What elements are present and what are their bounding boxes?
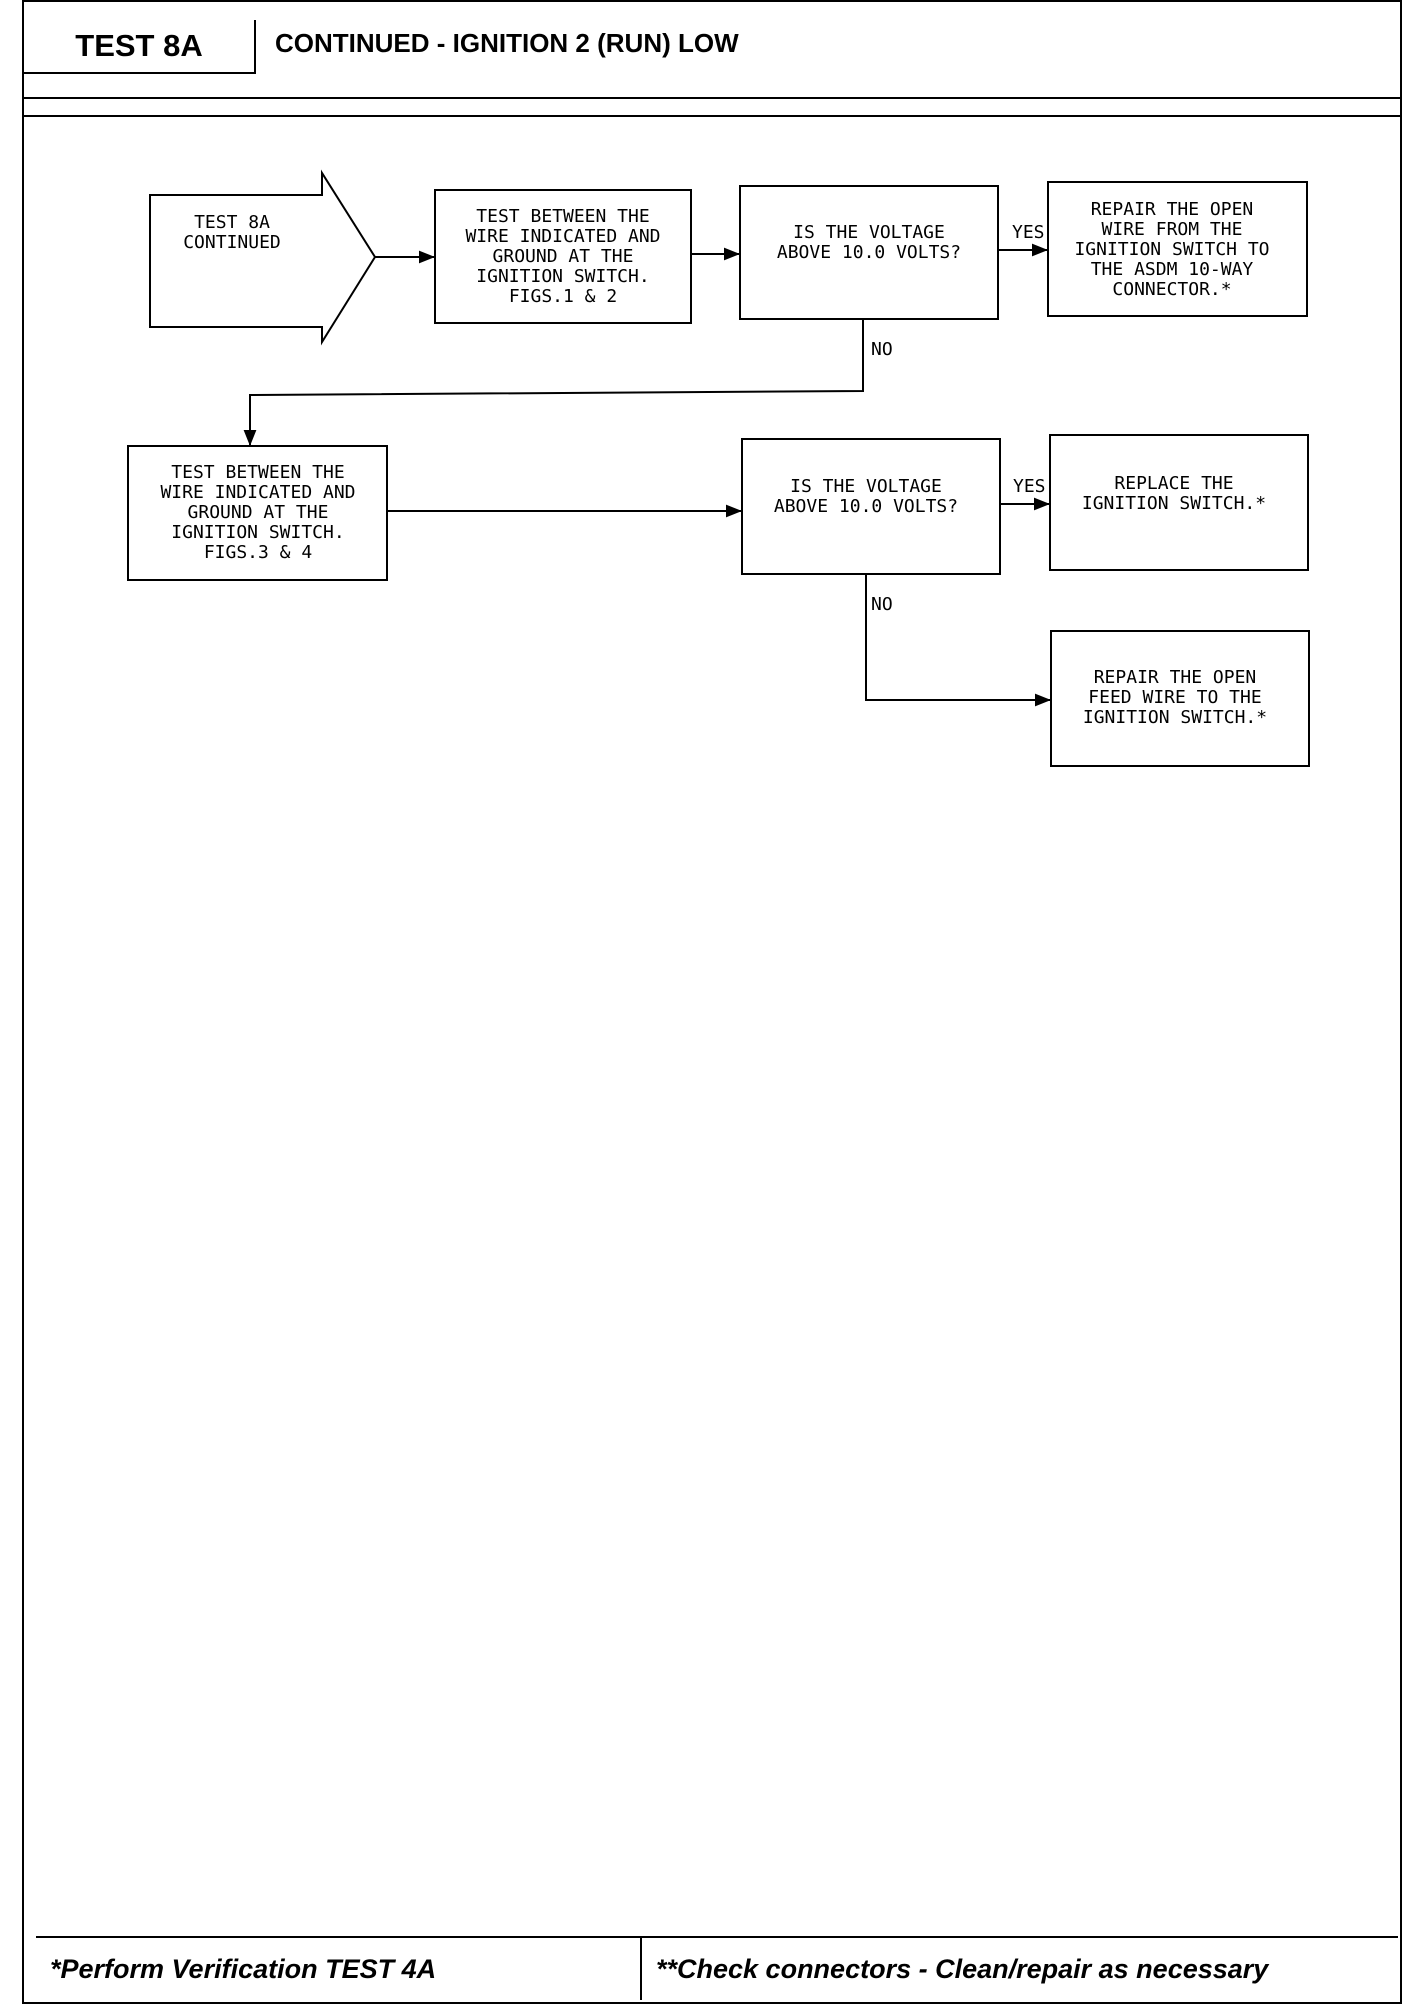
page-title: CONTINUED - IGNITION 2 (RUN) LOW — [275, 28, 739, 58]
header-divider-lower — [22, 115, 1402, 117]
yes-label-2: YES — [1013, 476, 1046, 497]
text-line: REPAIR THE OPEN — [1091, 199, 1254, 220]
no-label-2: NO — [871, 594, 893, 615]
text-line: FEED WIRE TO THE — [1088, 687, 1261, 708]
text-line: TEST BETWEEN THE — [171, 462, 344, 483]
text-line: FIGS.3 & 4 — [204, 542, 312, 563]
text-line: GROUND AT THE — [493, 246, 634, 267]
text-line: THE ASDM 10-WAY — [1091, 259, 1254, 280]
text-line: IGNITION SWITCH. — [171, 522, 344, 543]
text-line: CONTINUED — [183, 232, 281, 253]
test-id-box: TEST 8A — [24, 20, 256, 74]
decision2-box — [741, 438, 1001, 575]
footer: *Perform Verification TEST 4A **Check co… — [36, 1936, 1398, 2000]
yes-label-1: YES — [1012, 222, 1045, 243]
text-line: CONNECTOR.* — [1112, 279, 1231, 300]
text-line: IGNITION SWITCH. — [476, 266, 649, 287]
page-frame — [22, 0, 1402, 2004]
text-line: REPLACE THE — [1114, 473, 1233, 494]
result2-box — [1049, 434, 1309, 571]
footer-verification-note: *Perform Verification TEST 4A — [36, 1938, 642, 2000]
text-line: ABOVE 10.0 VOLTS? — [777, 242, 961, 263]
header-divider — [22, 97, 1402, 99]
step2-box — [127, 445, 388, 581]
connector-decision2-no — [865, 574, 1051, 707]
footer-connectors-note: **Check connectors - Clean/repair as nec… — [656, 1953, 1269, 1984]
text-line: IS THE VOLTAGE — [793, 222, 945, 243]
text-line: IS THE VOLTAGE — [790, 476, 942, 497]
text-line: FIGS.1 & 2 — [509, 286, 617, 307]
start-arrow-shape — [149, 169, 377, 346]
text-line: IGNITION SWITCH.* — [1082, 493, 1266, 514]
result3-box — [1050, 630, 1310, 767]
connector-decision1-no — [243, 319, 864, 446]
text-line: WIRE INDICATED AND — [160, 482, 355, 503]
decision1-box — [739, 185, 999, 320]
text-line: WIRE FROM THE — [1102, 219, 1243, 240]
text-line: GROUND AT THE — [188, 502, 329, 523]
text-line: WIRE INDICATED AND — [465, 226, 660, 247]
text-line: ABOVE 10.0 VOLTS? — [774, 496, 958, 517]
text-line: IGNITION SWITCH TO — [1074, 239, 1269, 260]
text-line: REPAIR THE OPEN — [1094, 667, 1257, 688]
no-label-1: NO — [871, 339, 893, 360]
text-line: TEST 8A — [194, 212, 270, 233]
text-line: IGNITION SWITCH.* — [1083, 707, 1267, 728]
text-line: TEST BETWEEN THE — [476, 206, 649, 227]
